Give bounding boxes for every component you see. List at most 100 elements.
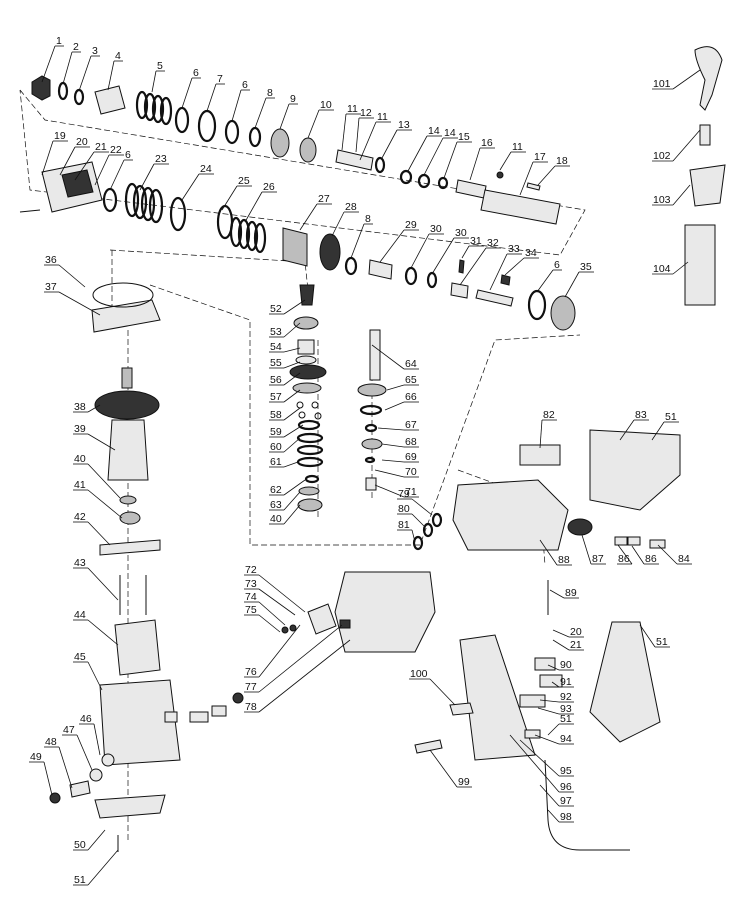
callout-20: 20 [59, 136, 90, 176]
callout-number: 4 [115, 50, 121, 62]
callout-number: 10 [320, 99, 332, 111]
callout-number: 31 [470, 235, 482, 247]
callout-91: 91 [551, 676, 574, 688]
callout-23: 23 [139, 153, 169, 191]
callout-25: 25 [221, 175, 252, 211]
callout-20: 20 [552, 626, 584, 638]
callout-60: 60 [269, 437, 301, 453]
callout-69: 69 [381, 451, 419, 463]
callout-38: 38 [73, 401, 101, 413]
callout-number: 79 [398, 488, 410, 500]
callout-number: 15 [458, 131, 470, 143]
callout-number: 60 [270, 441, 282, 453]
callout-number: 18 [556, 155, 568, 167]
callout-number: 42 [74, 511, 86, 523]
callout-number: 58 [270, 409, 282, 421]
callout-8: 8 [350, 213, 373, 259]
callout-number: 16 [481, 137, 493, 149]
callout-number: 57 [270, 391, 282, 403]
callout-number: 30 [455, 227, 467, 239]
callout-number: 64 [405, 358, 417, 370]
callout-number: 29 [405, 219, 417, 231]
callout-number: 20 [76, 136, 88, 148]
callout-15: 15 [443, 131, 472, 179]
callout-number: 103 [653, 194, 671, 206]
callout-45: 45 [73, 651, 103, 691]
callout-number: 74 [245, 591, 257, 603]
callout-59: 59 [269, 424, 304, 438]
callout-number: 83 [635, 409, 647, 421]
callout-number: 24 [200, 163, 212, 175]
callout-number: 28 [345, 201, 357, 213]
callout-number: 102 [653, 150, 671, 162]
callout-number: 11 [347, 103, 358, 115]
callout-number: 86 [618, 553, 630, 565]
callout-22: 22 [94, 144, 124, 186]
gear-shaft-parts [289, 284, 387, 512]
callout-1: 1 [41, 35, 64, 83]
callout-51: 51 [651, 411, 679, 441]
callout-66: 66 [384, 391, 419, 411]
callout-37: 37 [44, 281, 101, 316]
callout-number: 73 [245, 578, 257, 590]
callout-41: 41 [73, 479, 123, 519]
callout-number: 46 [80, 713, 92, 725]
callout-number: 21 [95, 141, 107, 153]
callout-77: 77 [244, 624, 343, 693]
callout-number: 78 [245, 701, 257, 713]
callout-104: 104 [652, 261, 689, 275]
callout-number: 8 [267, 87, 273, 99]
callout-43: 43 [73, 557, 119, 601]
callout-4: 4 [107, 50, 123, 91]
callout-number: 96 [560, 781, 572, 793]
callout-number: 11 [512, 141, 523, 153]
callout-89: 89 [549, 587, 579, 599]
callout-number: 3 [92, 45, 98, 57]
callout-75: 75 [244, 604, 281, 633]
callout-number: 59 [270, 426, 282, 438]
callout-10: 10 [307, 99, 334, 139]
callout-32: 32 [459, 237, 501, 286]
callout-number: 87 [592, 553, 604, 565]
callout-86: 86 [617, 544, 633, 565]
motor-parts [49, 282, 244, 852]
callout-number: 89 [565, 587, 577, 599]
callout-100: 100 [409, 668, 456, 706]
callout-number: 23 [155, 153, 167, 165]
callout-number: 9 [290, 93, 296, 105]
callout-number: 86 [645, 553, 657, 565]
callout-68: 68 [381, 436, 419, 448]
callout-31: 31 [461, 235, 484, 259]
callout-number: 52 [270, 303, 282, 315]
callout-number: 2 [73, 41, 79, 53]
callout-number: 82 [543, 409, 555, 421]
callout-40: 40 [73, 453, 121, 499]
callout-number: 66 [405, 391, 417, 403]
callout-103: 103 [652, 184, 691, 206]
callout-56: 56 [269, 372, 301, 386]
callout-number: 61 [270, 456, 282, 468]
callout-number: 38 [74, 401, 86, 413]
callout-52: 52 [269, 299, 306, 315]
callout-number: 98 [560, 811, 572, 823]
callout-42: 42 [73, 511, 111, 546]
callout-number: 33 [508, 243, 520, 255]
callout-number: 47 [63, 724, 75, 736]
callout-number: 14 [444, 127, 456, 139]
callout-number: 55 [270, 357, 282, 369]
callout-number: 6 [125, 149, 131, 161]
callout-number: 51 [560, 713, 572, 725]
callout-number: 6 [242, 79, 248, 91]
callout-35: 35 [564, 261, 594, 298]
callout-number: 7 [217, 73, 223, 85]
callout-46: 46 [79, 713, 101, 756]
callout-number: 45 [74, 651, 86, 663]
callout-102: 102 [652, 129, 701, 162]
callout-79: 79 [397, 488, 433, 516]
callout-64: 64 [371, 344, 419, 370]
aux-handle-parts [684, 46, 726, 306]
callout-36: 36 [44, 254, 86, 288]
callout-number: 97 [560, 795, 572, 807]
callout-number: 40 [270, 513, 282, 525]
